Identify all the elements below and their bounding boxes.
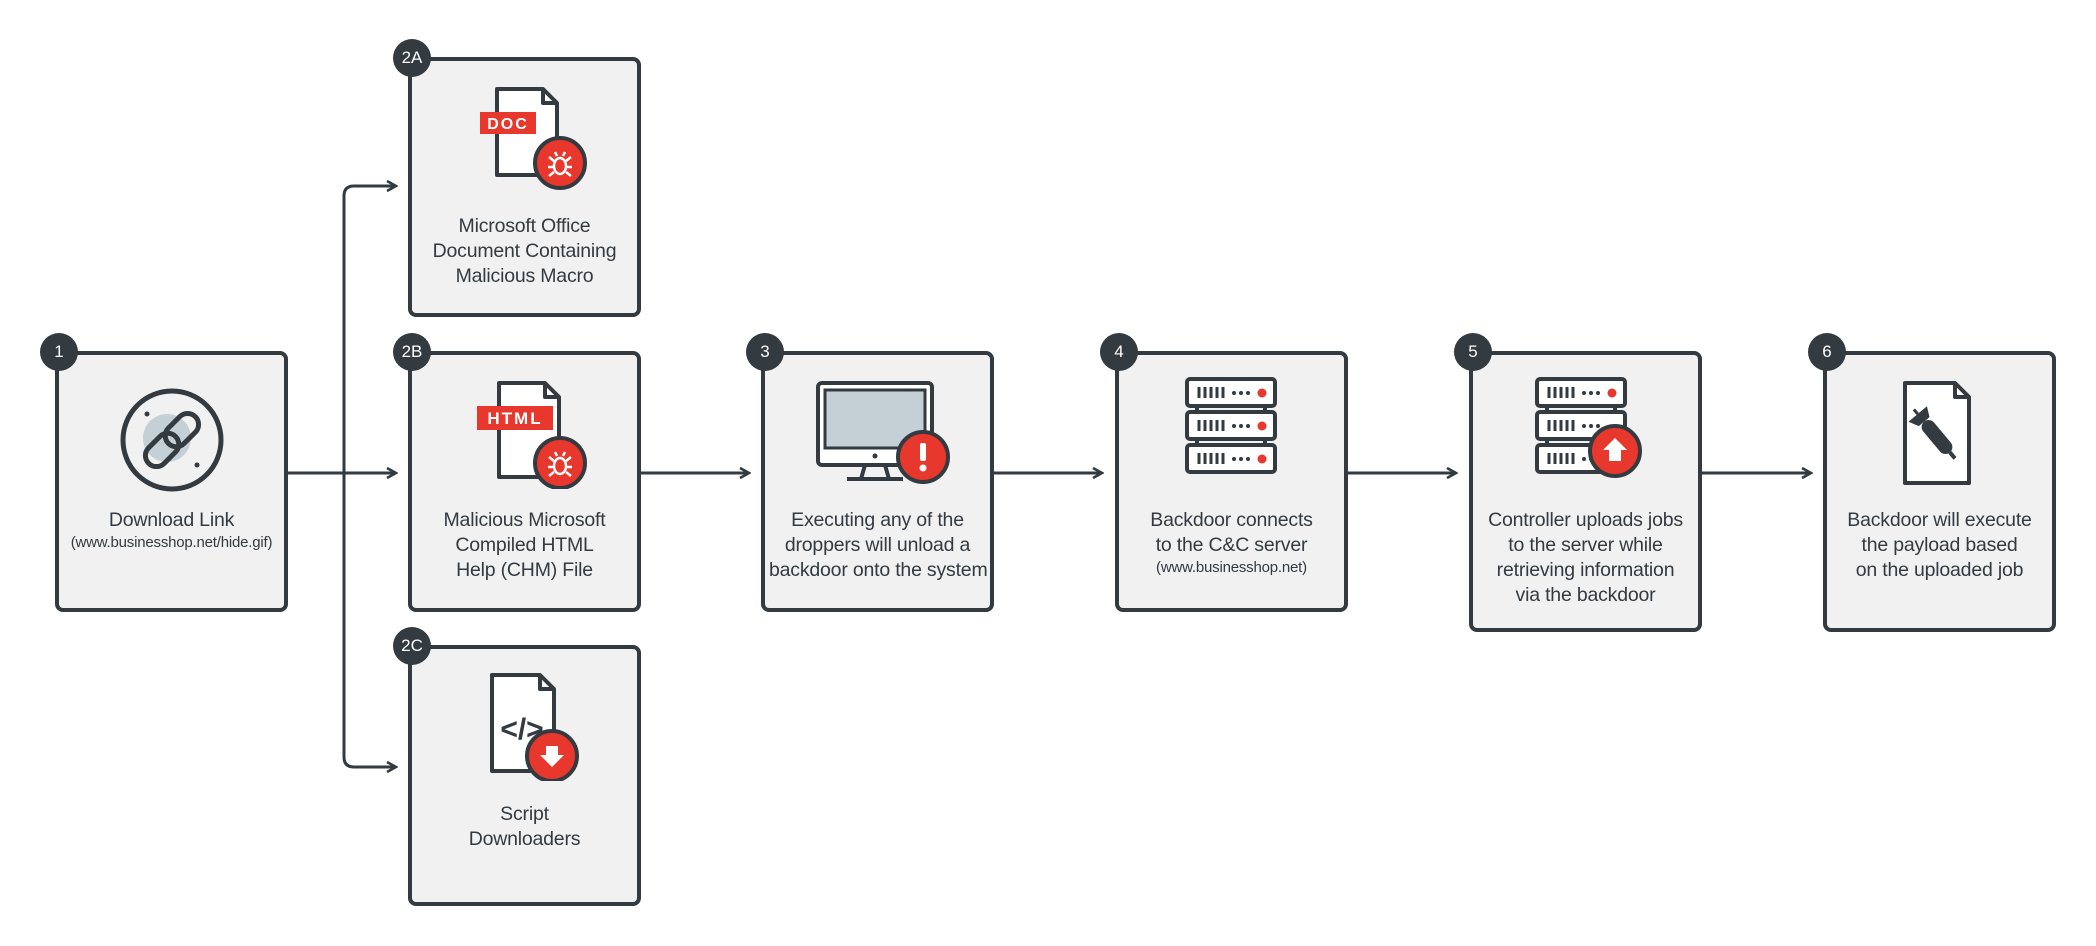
doc-tag: DOC [487, 116, 529, 133]
server-icon [1119, 375, 1344, 485]
step-5-line-3: retrieving information [1496, 559, 1675, 581]
step-3-line-3: backdoor onto the system [769, 559, 988, 581]
html-tag: HTML [487, 409, 542, 428]
step-3-box: Executing any of the droppers will unloa… [761, 351, 994, 612]
step-6-line-1: Backdoor will execute [1847, 509, 2032, 531]
step-2b-line-3: Help (CHM) File [456, 559, 593, 581]
step-2b-badge: 2B [393, 333, 431, 371]
step-4-line-1: Backdoor connects [1150, 509, 1313, 531]
step-2a-line-3: Malicious Macro [455, 265, 594, 287]
step-2b-line-2: Compiled HTML [455, 534, 594, 556]
step-1-title: Download Link [108, 509, 235, 531]
step-2c-box: </> Script Downloaders [408, 645, 641, 906]
step-6-line-3: on the uploaded job [1855, 559, 2024, 581]
step-1-url: (www.businesshop.net/hide.gif) [70, 534, 273, 551]
step-2a-line-1: Microsoft Office [458, 215, 591, 237]
step-5-badge: 5 [1454, 333, 1492, 371]
step-4-url: (www.businesshop.net) [1156, 559, 1307, 576]
step-5-line-2: to the server while [1508, 534, 1663, 556]
step-2c-line-1: Script [500, 803, 549, 825]
step-1-box: Download Link (www.businesshop.net/hide.… [55, 351, 288, 612]
step-3-line-2: droppers will unload a [784, 534, 971, 556]
step-2a-line-2: Document Containing [432, 240, 617, 262]
step-6-box: Backdoor will execute the payload based … [1823, 351, 2056, 632]
step-4-box: Backdoor connects to the C&C server (www… [1115, 351, 1348, 612]
step-2b-box: HTML Malicious Microsoft Compiled HTML H… [408, 351, 641, 612]
step-6-badge: 6 [1808, 333, 1846, 371]
step-3-line-1: Executing any of the [791, 509, 964, 531]
payload-file-icon [1827, 379, 2052, 489]
step-6-line-2: the payload based [1861, 534, 2018, 556]
step-5-line-4: via the backdoor [1515, 584, 1656, 606]
step-3-badge: 3 [746, 333, 784, 371]
step-2a-box: DOC Microsoft Office Document Containing… [408, 57, 641, 317]
step-4-badge: 4 [1100, 333, 1138, 371]
html-file-bug-icon: HTML [412, 379, 637, 489]
monitor-alert-icon [765, 379, 990, 489]
step-5-box: Controller uploads jobs to the server wh… [1469, 351, 1702, 632]
doc-file-bug-icon: DOC [412, 85, 637, 195]
link-icon [59, 385, 284, 495]
script-download-icon: </> [412, 671, 637, 781]
step-2c-badge: 2C [393, 627, 431, 665]
step-2c-line-2: Downloaders [468, 828, 581, 850]
step-2b-line-1: Malicious Microsoft [443, 509, 606, 531]
step-4-line-2: to the C&C server [1155, 534, 1308, 556]
branch-line [342, 184, 396, 769]
server-upload-icon [1473, 375, 1698, 485]
step-5-line-1: Controller uploads jobs [1488, 509, 1683, 531]
step-2a-badge: 2A [393, 39, 431, 77]
step-1-badge: 1 [40, 333, 78, 371]
